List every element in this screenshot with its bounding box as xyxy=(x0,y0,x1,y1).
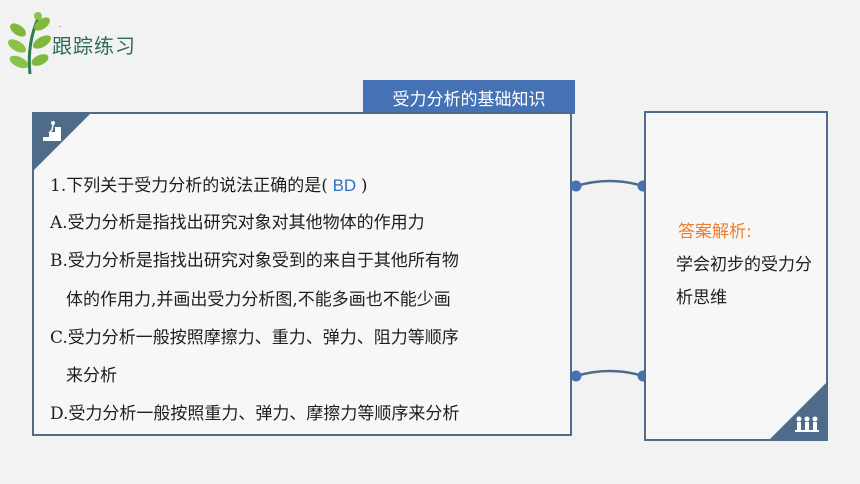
question-stem-close: ) xyxy=(360,176,368,196)
leaf-logo-icon xyxy=(7,12,52,75)
option-d: D.受力分析一般按照重力、弹力、摩擦力等顺序来分析 xyxy=(50,404,460,424)
question-answer: BD xyxy=(327,176,361,195)
option-a: A.受力分析是指找出研究对象对其他物体的作用力 xyxy=(50,213,425,233)
people-group-icon xyxy=(795,416,819,432)
answer-label: 答案解析: xyxy=(678,222,752,242)
question-card-corner xyxy=(34,114,90,170)
page-title: 跟踪练习 xyxy=(52,34,136,58)
header-mark: . xyxy=(59,20,62,29)
connector-dot xyxy=(570,370,582,382)
question-stem: 1.下列关于受力分析的说法正确的是( BD ) xyxy=(50,171,368,196)
option-b-continued: 体的作用力,并画出受力分析图,不能多画也不能少画 xyxy=(66,290,451,310)
option-c-continued: 来分析 xyxy=(66,366,117,386)
option-b: B.受力分析是指找出研究对象受到的来自于其他所有物 xyxy=(50,251,459,271)
connector-dot xyxy=(570,180,582,192)
answer-card: 答案解析: 学会初步的受力分析思维 xyxy=(644,111,828,441)
climbing-stairs-icon xyxy=(43,121,61,141)
answer-text: 学会初步的受力分析思维 xyxy=(676,255,812,308)
option-c: C.受力分析一般按照摩擦力、重力、弹力、阻力等顺序 xyxy=(50,328,459,348)
question-stem-text: 1.下列关于受力分析的说法正确的是( xyxy=(50,176,328,196)
section-tag: 受力分析的基础知识 xyxy=(363,80,575,114)
question-card: 1.下列关于受力分析的说法正确的是( BD ) A.受力分析是指找出研究对象对其… xyxy=(32,112,572,436)
